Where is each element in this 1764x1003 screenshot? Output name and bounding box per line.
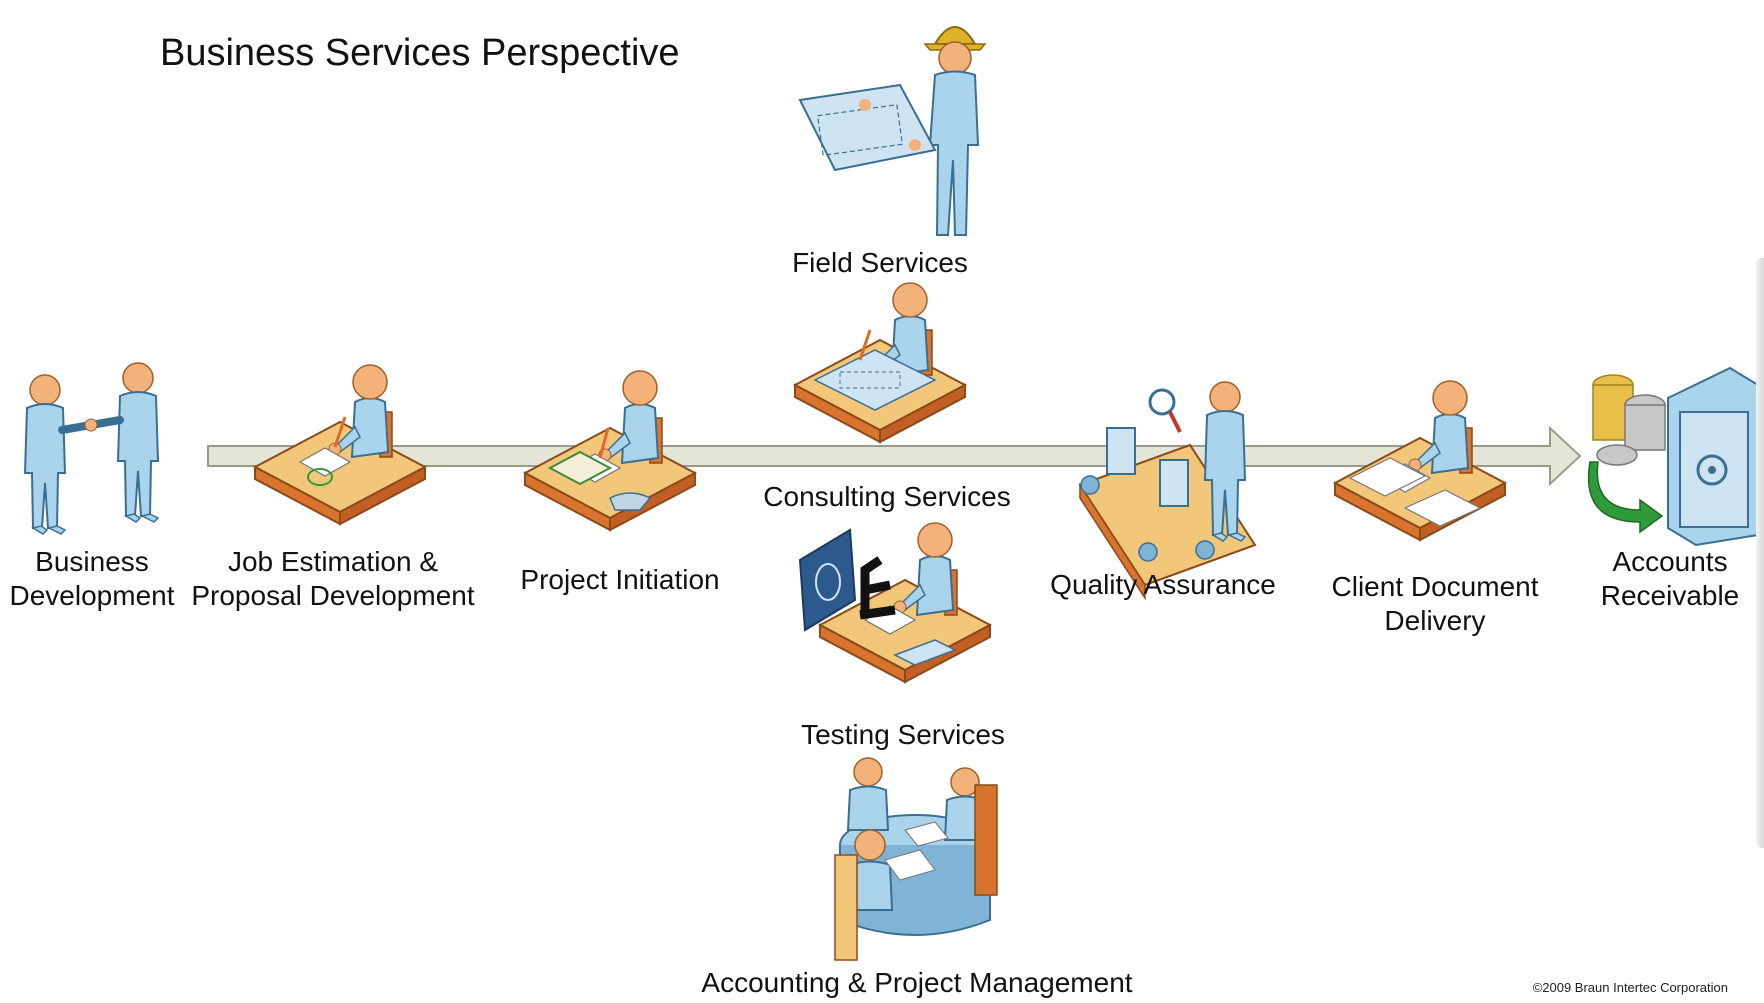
diagram-title: Business Services Perspective: [160, 32, 680, 74]
label-accounting: Accounting & Project Management: [701, 967, 1133, 998]
label-job-estimation: Job Estimation & Proposal Development: [191, 545, 474, 613]
job-estimation-icon: [254, 364, 426, 525]
page-edge-shadow: [1756, 258, 1764, 848]
consulting-services-icon: [794, 282, 966, 443]
label-accounts-receivable: Accounts Receivable: [1601, 545, 1740, 613]
label-project-initiation: Project Initiation: [520, 564, 720, 595]
label-line: Business: [35, 546, 149, 577]
field-services-icon: [798, 26, 987, 236]
testing-services-icon: [798, 522, 991, 683]
label-line: Proposal Development: [191, 580, 475, 611]
label-quality-assurance: Quality Assurance: [1050, 569, 1276, 600]
label-client-document: Client Document Delivery: [1332, 570, 1539, 638]
business-development-icon: [24, 362, 159, 535]
client-document-icon: [1334, 380, 1506, 541]
label-business-development: Business Development: [10, 545, 175, 613]
label-line: Delivery: [1384, 605, 1486, 636]
quality-assurance-icon: [1078, 381, 1257, 601]
label-line: Client Document: [1331, 571, 1539, 602]
accounts-receivable-icon: [1587, 366, 1759, 547]
label-testing-services: Testing Services: [801, 719, 1005, 750]
label-line: Job Estimation &: [227, 546, 439, 577]
accounting-icon: [834, 757, 998, 961]
label-consulting-services: Consulting Services: [763, 481, 1011, 512]
copyright-text: ©2009 Braun Intertec Corporation: [1532, 980, 1728, 995]
label-line: Receivable: [1600, 580, 1740, 611]
process-flow-arrow: [207, 425, 1582, 487]
label-line: Accounts: [1612, 546, 1728, 577]
project-initiation-icon: [524, 370, 696, 531]
label-line: Development: [9, 580, 175, 611]
label-field-services: Field Services: [792, 247, 968, 278]
